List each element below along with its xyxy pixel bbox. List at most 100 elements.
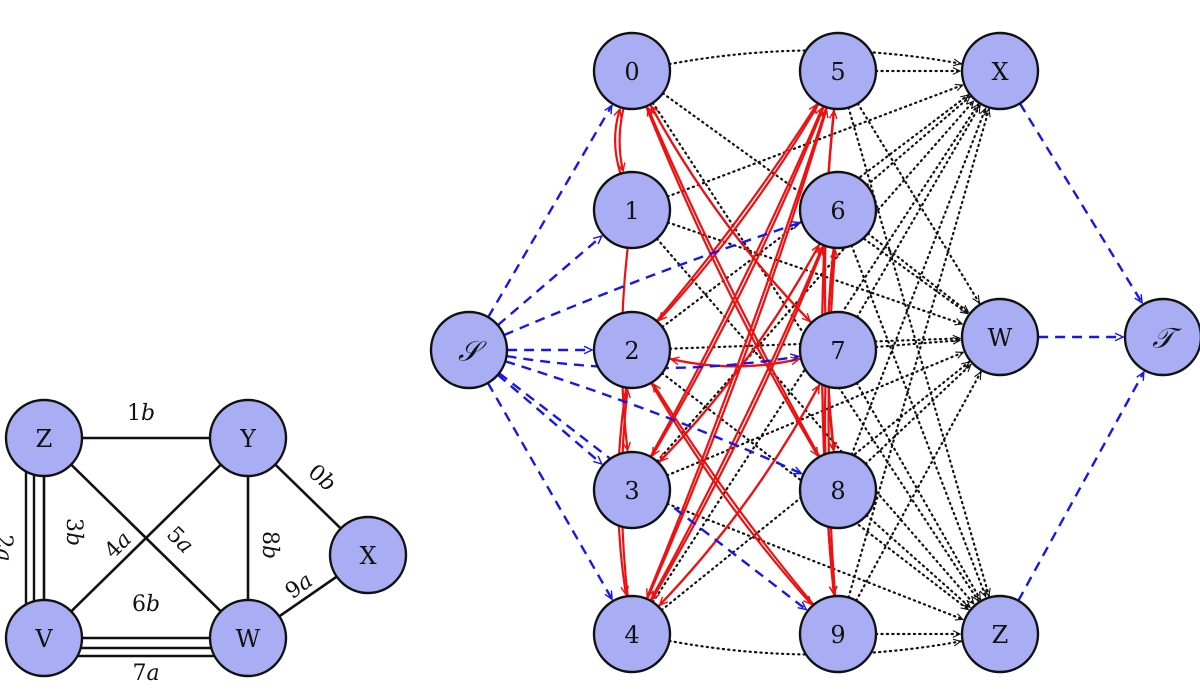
dotted-edge-6-W xyxy=(866,232,970,314)
red-edge-5-3 xyxy=(651,105,825,455)
edge-label-1b: 1b xyxy=(127,401,155,426)
node-label: X xyxy=(991,58,1008,86)
node-circle xyxy=(328,515,408,595)
node-circle xyxy=(592,594,672,674)
flow-network-nodes: 𝒮 0 1 2 3 4 5 6 7 8 9 X W Z 𝒯 xyxy=(429,31,1200,674)
flow-node-T: 𝒯 xyxy=(1123,297,1200,377)
small-graph-node-Z: Z xyxy=(4,398,84,478)
node-circle xyxy=(798,450,878,530)
flow-node-6: 6 xyxy=(798,170,878,250)
red-edge-5-2 xyxy=(659,103,820,321)
dotted-edge-5-W xyxy=(856,102,981,303)
node-circle xyxy=(429,310,509,390)
red-edge-3-5 xyxy=(649,108,823,458)
node-label: W xyxy=(236,625,261,653)
dotted-edge-1-W xyxy=(666,221,962,324)
flow-node-W: W xyxy=(960,297,1040,377)
source-edge-7 xyxy=(506,356,799,370)
edge-label-number: 8 xyxy=(258,531,283,545)
sink-edge-X xyxy=(1018,102,1144,303)
source-edge-0 xyxy=(487,106,613,318)
dotted-edge-6-Z xyxy=(850,244,986,597)
source-edge-6 xyxy=(503,223,800,337)
red-edge-0-1 xyxy=(620,107,624,171)
node-label: 6 xyxy=(830,197,845,225)
edge-label-letter: a xyxy=(146,661,159,686)
node-circle xyxy=(592,310,672,390)
dotted-edge-8-Z xyxy=(865,514,972,609)
source-edge-3 xyxy=(497,373,602,464)
node-circle xyxy=(592,170,672,250)
node-label: Z xyxy=(992,621,1009,649)
dotted-edge-8-X xyxy=(850,108,986,456)
node-circle xyxy=(4,598,84,678)
dotted-edge-9-W xyxy=(855,372,982,602)
node-label: 5 xyxy=(830,58,845,86)
red-edge-2-9 xyxy=(650,382,811,604)
node-label: 1 xyxy=(624,197,639,225)
red-edge-1-0 xyxy=(615,109,620,175)
node-label: 3 xyxy=(624,477,639,505)
red-edge-7-2 xyxy=(671,359,802,368)
flow-node-0: 0 xyxy=(592,31,672,111)
node-label: 9 xyxy=(830,621,845,649)
edge-label-letter: a xyxy=(0,548,17,561)
node-circle xyxy=(208,598,288,678)
flow-node-4: 4 xyxy=(592,594,672,674)
sink-edge-Z xyxy=(1017,372,1145,602)
edge-label-letter: b xyxy=(258,545,283,559)
source-edge-4 xyxy=(486,382,614,599)
red-edge-5-4 xyxy=(647,106,828,597)
edge-label-7a: 7a xyxy=(132,661,159,686)
node-label: V xyxy=(34,625,53,653)
flow-node-Z: Z xyxy=(960,594,1040,674)
node-label: 2 xyxy=(624,337,639,365)
dotted-edge-8-W xyxy=(864,363,972,465)
flow-node-2: 2 xyxy=(592,310,672,390)
node-circle xyxy=(798,170,878,250)
flow-node-5: 5 xyxy=(798,31,878,111)
edge-label-9a: 9a xyxy=(281,568,318,604)
red-edge-9-6 xyxy=(827,250,836,597)
flow-node-S: 𝒮 xyxy=(429,310,509,390)
edge-label-0b: 0b xyxy=(303,459,341,496)
red-edge-8-0 xyxy=(648,108,821,458)
edge-label-2a: 2a xyxy=(0,534,17,561)
flow-network: 𝒮 0 1 2 3 4 5 6 7 8 9 X W Z 𝒯 xyxy=(429,31,1200,674)
flow-node-X: X xyxy=(960,31,1040,111)
node-circle xyxy=(592,450,672,530)
edge-label-number: 3 xyxy=(62,518,87,532)
edge-label-letter: b xyxy=(146,592,160,617)
node-label: W xyxy=(988,324,1013,352)
node-label: X xyxy=(359,542,376,570)
flow-node-3: 3 xyxy=(592,450,672,530)
edge-label-4a: 4a xyxy=(100,527,137,564)
node-label: 8 xyxy=(830,477,845,505)
node-label: 7 xyxy=(830,337,845,365)
node-circle xyxy=(798,594,878,674)
edge-label-3b: 3b xyxy=(62,518,87,546)
edge-label-number: 7 xyxy=(132,661,146,686)
dotted-edge-6-X xyxy=(865,95,971,187)
node-circle xyxy=(798,310,878,390)
node-circle xyxy=(4,398,84,478)
dotted-edge-9-X xyxy=(847,109,989,599)
small-graph-node-V: V xyxy=(4,598,84,678)
red-edge-0-8 xyxy=(645,105,819,455)
dotted-edge-3-Z xyxy=(666,502,962,620)
node-label: 4 xyxy=(624,621,639,649)
small-graph-node-X: X xyxy=(328,515,408,595)
edge-label-number: 2 xyxy=(0,534,17,548)
node-circle xyxy=(798,31,878,111)
dotted-edge-1-Z xyxy=(655,237,975,605)
node-label: 0 xyxy=(624,58,639,86)
edge-label-letter: b xyxy=(141,401,155,426)
flow-node-9: 9 xyxy=(798,594,878,674)
red-edge-4-6 xyxy=(649,247,822,602)
node-circle xyxy=(960,297,1040,377)
edge-label-letter: b xyxy=(62,532,87,546)
dotted-edge-3-X xyxy=(656,100,975,463)
red-edge-6-3 xyxy=(660,242,821,461)
